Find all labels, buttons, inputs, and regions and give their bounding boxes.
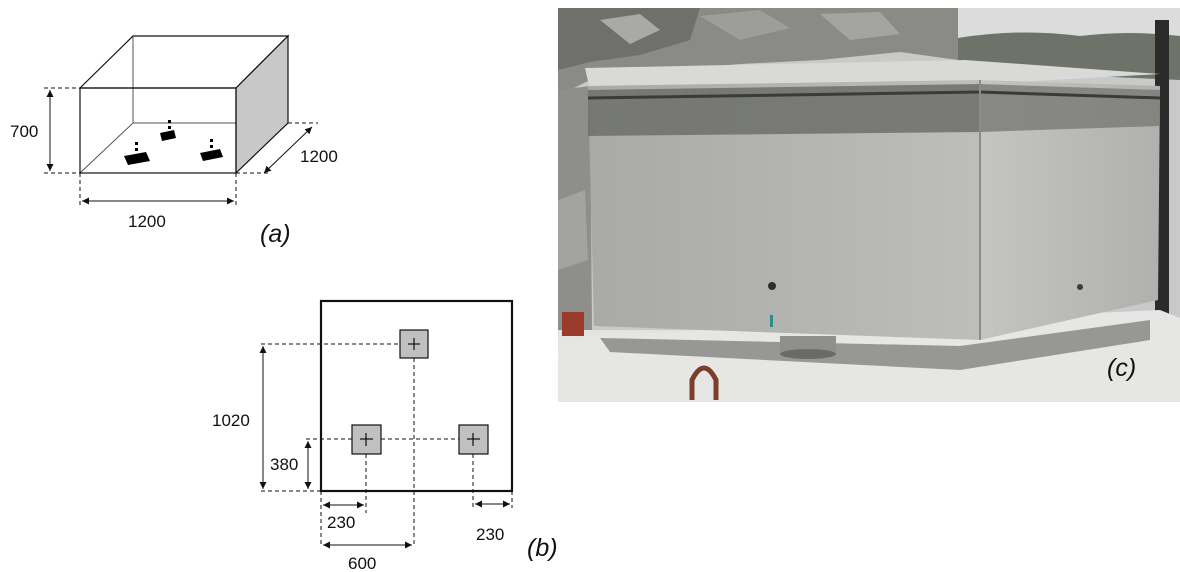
plan-support-pad (351, 424, 382, 455)
plan-support-pad (458, 424, 489, 455)
support-pad-icon (200, 139, 223, 161)
dim-230-right-label: 230 (476, 525, 504, 544)
plan-outline (319, 299, 514, 493)
panel-a-label: (a) (260, 220, 291, 248)
box-front-face (79, 87, 237, 174)
dim-230-left-label: 230 (327, 513, 355, 532)
dim-width-label: 1200 (128, 212, 166, 231)
dim-380-label: 380 (270, 455, 298, 474)
plan-support-pad (399, 329, 429, 359)
dim-600-label: 600 (348, 554, 376, 572)
panel-b-plan-diagram: 1020 380 230 230 600 (b) (212, 299, 558, 572)
container-side-face (980, 80, 1160, 340)
panel-a-box-diagram: 700 1200 1200 (a) (10, 34, 338, 248)
dim-depth-label: 1200 (300, 147, 338, 166)
support-pad-icon (124, 142, 150, 165)
plan-locator-lines (261, 343, 513, 546)
panel-c-photo: (c) (558, 8, 1180, 402)
container-front-face (588, 80, 980, 340)
dim-height-label: 700 (10, 122, 38, 141)
box-side-face (235, 34, 289, 175)
panel-b-label: (b) (527, 534, 558, 562)
dim-line-depth (263, 126, 313, 174)
support-pad-icon (160, 120, 176, 141)
dimension-extension-lines (44, 87, 318, 207)
panel-c-label: (c) (1107, 354, 1136, 382)
container-roof (585, 60, 1160, 90)
dim-1020-label: 1020 (212, 411, 250, 430)
